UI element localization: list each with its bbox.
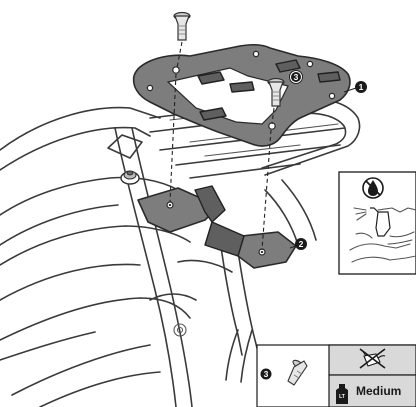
threadlock-bottle-icon: LT [336, 384, 348, 404]
cleaning-inset [338, 171, 416, 275]
callout-screw: 3 [289, 70, 303, 84]
callout-adapter-label: 2 [299, 239, 304, 249]
callout-plate: 1 [343, 81, 367, 93]
threadlock-bottle-label: LT [339, 394, 345, 400]
screw-icon [287, 359, 308, 386]
no-grease-icon [362, 177, 384, 199]
callout-screw-label: 3 [294, 72, 299, 82]
assembly-line-right-lower [261, 129, 272, 251]
threadlock-strength: Medium [356, 384, 401, 398]
no-grease-legend-icon [359, 348, 386, 369]
screw-right [267, 77, 285, 107]
legend-box: 3 LT Medium [256, 344, 416, 407]
legend-screw-callout: 3 [264, 369, 269, 379]
assembly-line-left-lower [169, 73, 177, 203]
assembly-line-right-upper [271, 107, 275, 125]
screw-left [173, 11, 191, 41]
adapter-bracket [137, 185, 297, 269]
callout-plate-label: 1 [359, 82, 364, 92]
callout-adapter: 2 [289, 238, 307, 250]
assembly-line-left-upper [176, 41, 183, 69]
cleaning-spray-icon [349, 207, 416, 263]
